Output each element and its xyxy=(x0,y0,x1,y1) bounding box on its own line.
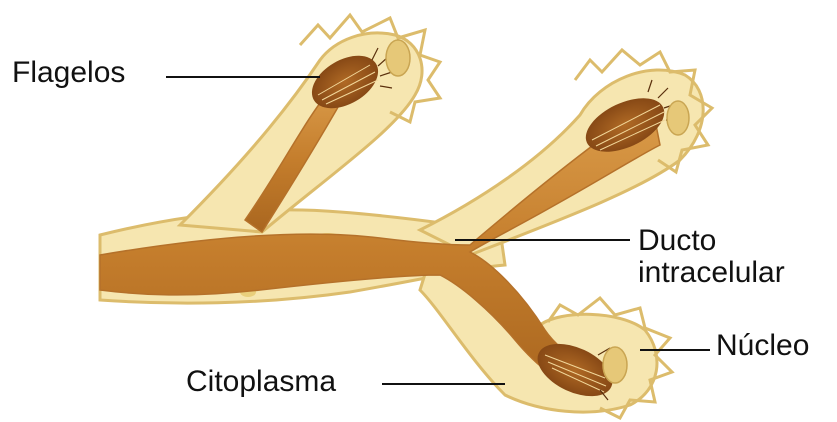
label-citoplasma: Citoplasma xyxy=(186,366,336,398)
label-nucleo: Núcleo xyxy=(716,330,809,362)
label-ducto-line1: Ducto xyxy=(638,225,785,257)
label-flagelos: Flagelos xyxy=(12,57,125,89)
label-ducto-line2: intracelular xyxy=(638,257,785,289)
label-ducto-intracelular: Ducto intracelular xyxy=(638,225,785,288)
